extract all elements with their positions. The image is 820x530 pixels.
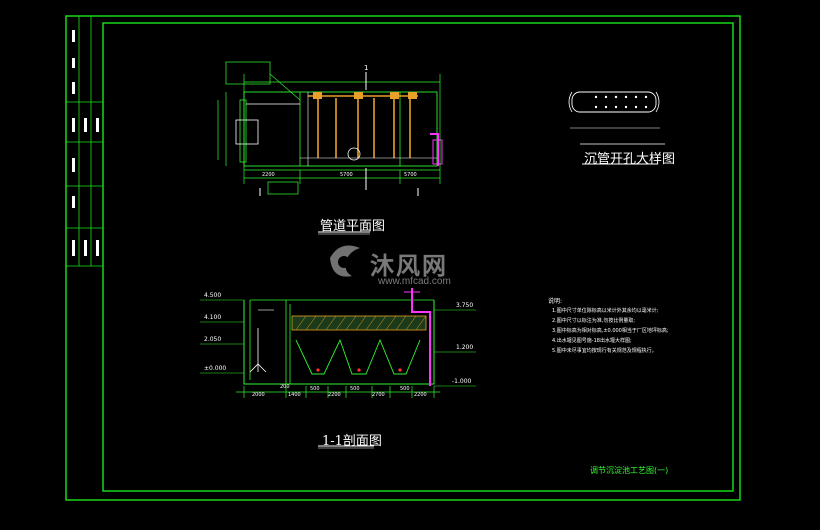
elevation-label: ±0.000 (204, 365, 227, 372)
elevation-label: -1.000 (452, 378, 472, 385)
section-dim: 2700 (372, 392, 385, 398)
section-dim: 2000 (252, 392, 265, 398)
inner-frame (102, 22, 734, 492)
section-dim: 200 (280, 384, 290, 390)
elevation-label: 4.100 (204, 314, 222, 321)
section-dim: 500 (400, 386, 410, 392)
section-dim: 2200 (414, 392, 427, 398)
plan-dim: 5700 (404, 172, 417, 178)
section-dim: 2200 (328, 392, 341, 398)
mfcad-logo (330, 245, 360, 277)
pipe-detail (568, 91, 665, 145)
elevation-label: 3.750 (456, 302, 474, 309)
note-line: 2.图中尺寸以标注为准,勿按比例量取; (552, 318, 636, 324)
note-line: 3.图中标高为相对标高,±0.000相当于厂区地坪标高; (552, 328, 669, 334)
note-line: 1.图中尺寸单位除标高以米计外其余均以毫米计; (552, 308, 659, 314)
outer-frame (65, 15, 741, 501)
pipe-detail-title: 沉管开孔大样图 (584, 152, 676, 167)
elevation-label: 2.050 (204, 336, 222, 343)
section-dim: 500 (350, 386, 360, 392)
left-title-strip (66, 16, 103, 267)
elevation-label: 1.200 (456, 344, 474, 351)
section-dim: 500 (310, 386, 320, 392)
section-view-title: 1-1剖面图 (322, 434, 382, 449)
note-line: 4.出水堰见图号施-18出水堰大样图; (552, 338, 632, 344)
watermark-url: www.mfcad.com (378, 276, 451, 287)
note-line: 5.图中未尽事宜均按现行有关规范及规程执行。 (552, 348, 657, 354)
section-dim: 1400 (288, 392, 301, 398)
plan-view-title: 管道平面图 (320, 219, 386, 234)
sheet-title: 调节沉淀池工艺图(一) (590, 466, 669, 475)
plan-view (217, 61, 443, 196)
elevation-label: 4.500 (204, 292, 222, 299)
strip-ticks (72, 30, 99, 256)
plan-dim: 5700 (340, 172, 353, 178)
section-view (200, 288, 476, 398)
notes-heading: 说明: (548, 298, 563, 305)
watermark-brand: 沐风网 (370, 253, 448, 280)
plan-dim: 2200 (262, 172, 275, 178)
section-marker-label: 1 (364, 64, 369, 72)
